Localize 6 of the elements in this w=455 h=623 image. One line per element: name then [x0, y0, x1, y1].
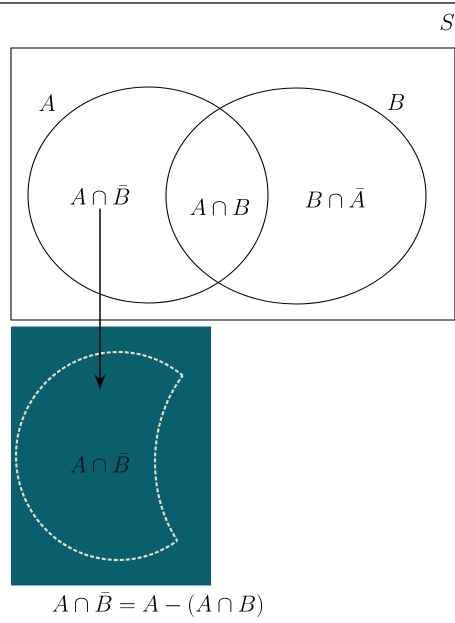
crescent-panel: $A\cap\bar{B}$	[11, 326, 211, 586]
region-label: $B\cap\bar{A}$	[306, 188, 365, 208]
region-label: $A\cap\bar{B}$	[70, 185, 130, 205]
region-label: $A\cap B$	[190, 198, 250, 216]
formula-caption: $A\cap\bar{B}=A-(A\cap B)$	[52, 592, 262, 618]
node-label: $S$	[440, 14, 454, 30]
